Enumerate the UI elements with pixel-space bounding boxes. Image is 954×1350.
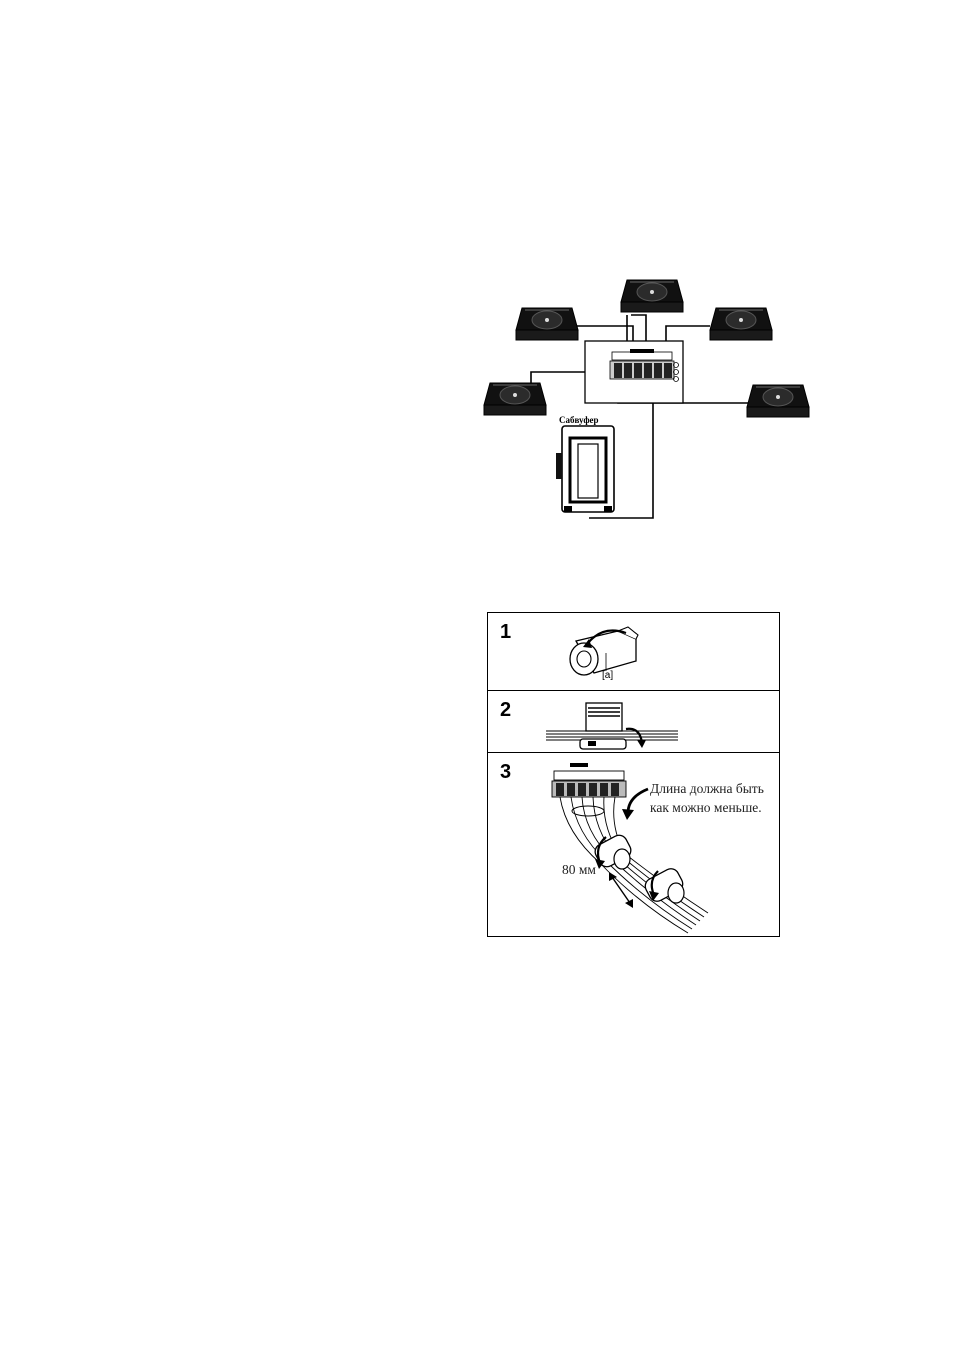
rear-left-speaker [484, 383, 546, 415]
ferrite-core-steps: 1 [a] 2 3 [487, 612, 780, 937]
step-1: 1 [a] [488, 613, 779, 690]
marker-a: [a] [602, 670, 613, 681]
terminal-block [610, 349, 679, 382]
rear-right-speaker [747, 385, 809, 417]
speaker-wiring-svg: Сабвуфер [470, 268, 810, 530]
subwoofer-unit [556, 426, 614, 512]
subwoofer-label: Сабвуфер [559, 415, 599, 425]
ferrite-core-cable-illustration [488, 691, 779, 753]
speaker-wiring-diagram: Сабвуфер [470, 268, 810, 530]
front-right-speaker [710, 308, 772, 340]
distance-label: 80 мм [562, 862, 596, 878]
center-speaker [621, 280, 683, 312]
step-3: 3 [488, 752, 779, 936]
front-left-speaker [516, 308, 578, 340]
length-note: Длина должна быть как можно меньше. [650, 779, 778, 817]
ferrite-core-open-illustration [488, 613, 779, 690]
step-2: 2 [488, 690, 779, 752]
